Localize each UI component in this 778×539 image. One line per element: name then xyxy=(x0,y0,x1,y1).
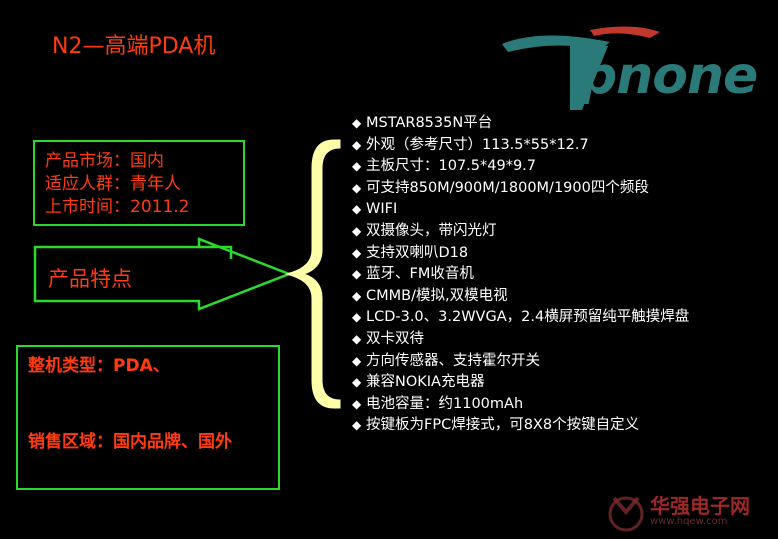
watermark-logo-icon xyxy=(608,496,644,532)
list-item: ◆方向传感器、支持霍尔开关 xyxy=(352,351,689,373)
features-arrow-icon xyxy=(33,237,293,311)
list-item: ◆外观（参考尺寸）113.5*55*12.7 xyxy=(352,135,689,157)
bullet-icon: ◆ xyxy=(352,396,362,411)
bullet-icon: ◆ xyxy=(352,202,362,217)
feature-list: ◆MSTAR8535N平台 ◆外观（参考尺寸）113.5*55*12.7 ◆主板… xyxy=(352,113,689,437)
list-item: ◆兼容NOKIA充电器 xyxy=(352,372,689,394)
bullet-icon: ◆ xyxy=(352,375,362,390)
bullet-icon: ◆ xyxy=(352,353,362,368)
launch-date-line: 上市时间：2011.2 xyxy=(45,197,190,217)
bullet-icon: ◆ xyxy=(352,310,362,325)
bullet-icon: ◆ xyxy=(352,331,362,346)
bullet-icon: ◆ xyxy=(352,245,362,260)
tpnone-logo-icon xyxy=(502,26,660,110)
list-item: ◆电池容量：约1100mAh xyxy=(352,394,689,416)
audience-line: 适应人群：青年人 xyxy=(45,174,181,194)
bullet-icon: ◆ xyxy=(352,159,362,174)
market-info-box: 产品市场：国内 适应人群：青年人 上市时间：2011.2 xyxy=(33,140,245,226)
page-title: N2—高端PDA机 xyxy=(52,34,216,59)
bullet-icon: ◆ xyxy=(352,418,362,433)
list-item: ◆可支持850M/900M/1800M/1900四个频段 xyxy=(352,178,689,200)
features-label: 产品特点 xyxy=(48,267,132,291)
list-item: ◆蓝牙、FM收音机 xyxy=(352,264,689,286)
left-brace-icon xyxy=(285,139,341,409)
logo-wordmark: pnone xyxy=(580,46,758,106)
market-line: 产品市场：国内 xyxy=(45,151,164,171)
list-item: ◆支持双喇叭D18 xyxy=(352,243,689,265)
product-type-box: 整机类型：PDA、 销售区域：国内品牌、国外 xyxy=(16,345,280,490)
product-type-line: 整机类型：PDA、 xyxy=(28,356,170,376)
list-item: ◆WIFI xyxy=(352,199,689,221)
list-item: ◆双摄像头，带闪光灯 xyxy=(352,221,689,243)
bullet-icon: ◆ xyxy=(352,180,362,195)
bullet-icon: ◆ xyxy=(352,137,362,152)
list-item: ◆主板尺寸：107.5*49*9.7 xyxy=(352,156,689,178)
bullet-icon: ◆ xyxy=(352,288,362,303)
bullet-icon: ◆ xyxy=(352,116,362,130)
list-item: ◆MSTAR8535N平台 xyxy=(352,113,689,135)
list-item: ◆按键板为FPC焊接式，可8X8个按键自定义 xyxy=(352,415,689,437)
bullet-icon: ◆ xyxy=(352,223,362,238)
sales-region-line: 销售区域：国内品牌、国外 xyxy=(28,432,232,452)
bullet-icon: ◆ xyxy=(352,267,362,282)
watermark-text: 华强电子网 xyxy=(650,494,750,518)
watermark-url: www.hqew.com xyxy=(650,516,728,527)
list-item: ◆双卡双待 xyxy=(352,329,689,351)
list-item: ◆LCD-3.0、3.2WVGA，2.4横屏预留纯平触摸焊盘 xyxy=(352,307,689,329)
list-item: ◆CMMB/模拟,双模电视 xyxy=(352,286,689,308)
